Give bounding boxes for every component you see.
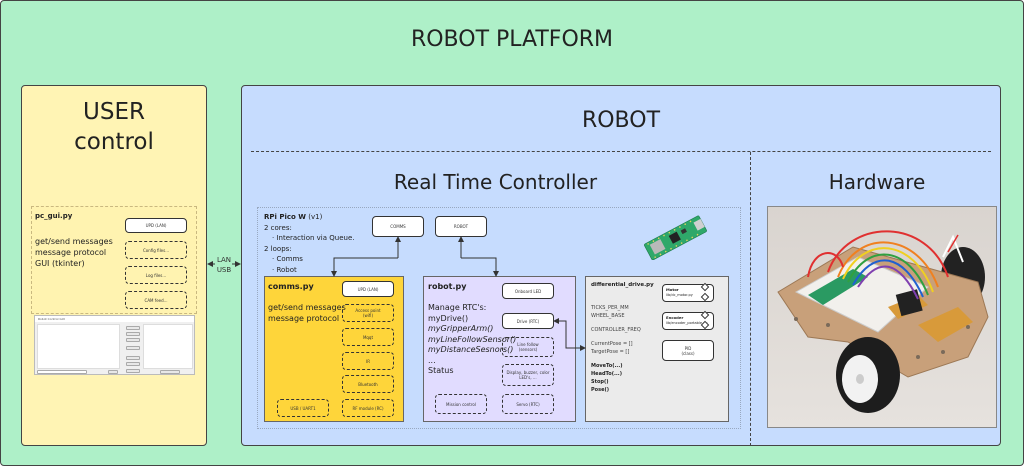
differential-drive-description: TICKS_PER_MM WHEEL_BASE CONTROLLER_FREQ …: [591, 298, 641, 394]
comms-module-rf: RF module (RC): [342, 399, 394, 417]
comms-py-title: comms.py: [268, 282, 314, 291]
encoder-title: Encoder: [666, 315, 684, 320]
gui-disconnect-button: [160, 370, 180, 374]
comms-module-access-point: Access point (wifi): [342, 304, 394, 322]
diff-method: MoveTo(...): [591, 363, 623, 369]
pc-gui-desc-line: message protocol: [35, 248, 107, 257]
robot-module-servo: Servo (RTC): [502, 394, 554, 414]
pc-gui-module-log: Log files...: [125, 266, 187, 284]
gui-window-titlebar: Robot Control GUI: [35, 316, 194, 322]
diff-constant: WHEEL_BASE: [591, 313, 625, 319]
robot-py-desc-line: myGripperArm(): [428, 324, 494, 333]
user-title-line2: control: [74, 129, 154, 155]
diff-method: Pose(): [591, 387, 610, 393]
gui-action-button: [126, 346, 140, 350]
robot-py-description: Manage RTC's: myDrive() myGripperArm() m…: [428, 303, 516, 377]
link-label: LAN USB: [209, 255, 239, 275]
pc-gui-module-upd: UPD (LAN): [125, 218, 187, 233]
motor-title: Motor: [666, 287, 679, 292]
diff-freq: CONTROLLER_FREQ: [591, 327, 641, 333]
diff-module-pid: PID (class): [662, 340, 714, 361]
pc-gui-desc-line: GUI (tkinter): [35, 259, 85, 268]
robot-py-desc-line: myDrive(): [428, 313, 469, 323]
pc-gui-description: get/send messages message protocol GUI (…: [35, 236, 113, 269]
pico-w-container: [257, 207, 741, 429]
gui-action-button: [126, 338, 140, 342]
gui-command-input: [37, 370, 87, 374]
gui-log-pane: [143, 324, 193, 369]
gui-action-button: [126, 326, 140, 330]
pc-gui-module-config: Config files...: [125, 241, 187, 259]
robot-py-desc-line: myDistanceSesnors(): [428, 345, 514, 354]
pc-gui-desc-line: get/send messages: [35, 237, 113, 246]
robot-module-mission-control: Mission control: [435, 394, 487, 414]
robot-title: ROBOT: [581, 108, 661, 133]
diff-state: TargetPose = []: [591, 349, 630, 355]
pico-cores-item: Interaction via Queue.: [272, 233, 354, 244]
link-usb: USB: [216, 266, 232, 274]
robot-module-onboard-led: Onboard LED: [502, 283, 554, 299]
platform-title: ROBOT PLATFORM: [410, 27, 614, 52]
diff-constant: TICKS_PER_MM: [591, 305, 629, 311]
pc-gui-title: pc_gui.py: [35, 212, 73, 220]
robot-py-desc-line: myLineFollowSensor(): [428, 334, 517, 344]
robot-loop-box: ROBOT: [435, 216, 487, 237]
pico-cores-label: 2 cores:: [264, 223, 292, 232]
gui-action-button: [126, 332, 140, 336]
pico-loops-label: 2 loops:: [264, 244, 292, 253]
user-title-line1: USER: [83, 99, 145, 125]
user-control-title: USER control: [21, 97, 207, 157]
pico-board-image: [644, 215, 707, 260]
diff-state: CurrentPose = []: [591, 341, 633, 347]
robot-py-desc-line: Manage RTC's:: [428, 303, 487, 312]
robot-module-drive: Drive (RTC): [502, 313, 554, 329]
robot-py-title: robot.py: [428, 282, 467, 291]
robot-car-illustration: [768, 207, 996, 427]
comms-module-mqqt: Mqqt: [342, 328, 394, 346]
comms-desc-line: message protocol: [268, 314, 340, 323]
gui-drive-button: [126, 362, 140, 366]
robot-py-desc-line: Status: [428, 366, 454, 375]
motor-sub: lib/dc_motor.py: [666, 293, 693, 297]
comms-loop-box: COMMS: [372, 216, 424, 237]
comms-desc-line: get/send messages: [268, 303, 346, 312]
robot-module-display: Display, buzzer, color LED's, ...: [502, 364, 554, 386]
pico-description: RPi Pico W (v1) 2 cores: Interaction via…: [264, 212, 354, 275]
gui-stop-button: [126, 369, 140, 373]
differential-drive-title: differential_drive.py: [591, 282, 654, 288]
comms-module-upd: UPD (LAN): [342, 281, 394, 297]
pico-version: (v1): [308, 213, 323, 221]
pico-loops-item: Comms: [272, 254, 354, 265]
hardware-title: Hardware: [828, 170, 926, 194]
pc-gui-module-cam: CAM feed...: [125, 291, 187, 309]
link-lan: LAN: [216, 256, 232, 264]
comms-module-ir: IR: [342, 352, 394, 370]
diff-method: HeadTo(...): [591, 371, 622, 377]
pico-loops-item: Robot: [272, 265, 354, 276]
gui-drive-button: [126, 356, 140, 360]
encoder-sub: lib/encoder_portable.py: [666, 321, 708, 325]
gui-send-button: [108, 370, 118, 374]
robot-module-line-follow: Line follow (sensors): [502, 337, 554, 357]
comms-module-bluetooth: Bluetooth: [342, 375, 394, 393]
comms-module-usb-uart: USB / UART1: [277, 399, 329, 417]
pico-title: RPi Pico W: [264, 213, 307, 221]
diff-method: Stop(): [591, 379, 609, 385]
gui-console-pane: [37, 324, 120, 369]
pid-sub: (class): [681, 350, 695, 356]
robot-hardware-photo: [767, 206, 997, 428]
comms-py-description: get/send messages message protocol: [268, 302, 346, 324]
horizontal-divider: [251, 151, 991, 152]
comms-py-container: [264, 276, 404, 422]
vertical-divider: [750, 152, 751, 446]
rtc-title: Real Time Controller: [393, 170, 598, 194]
robot-py-desc-line: ...: [428, 355, 436, 365]
pid-title: PID: [684, 345, 692, 351]
